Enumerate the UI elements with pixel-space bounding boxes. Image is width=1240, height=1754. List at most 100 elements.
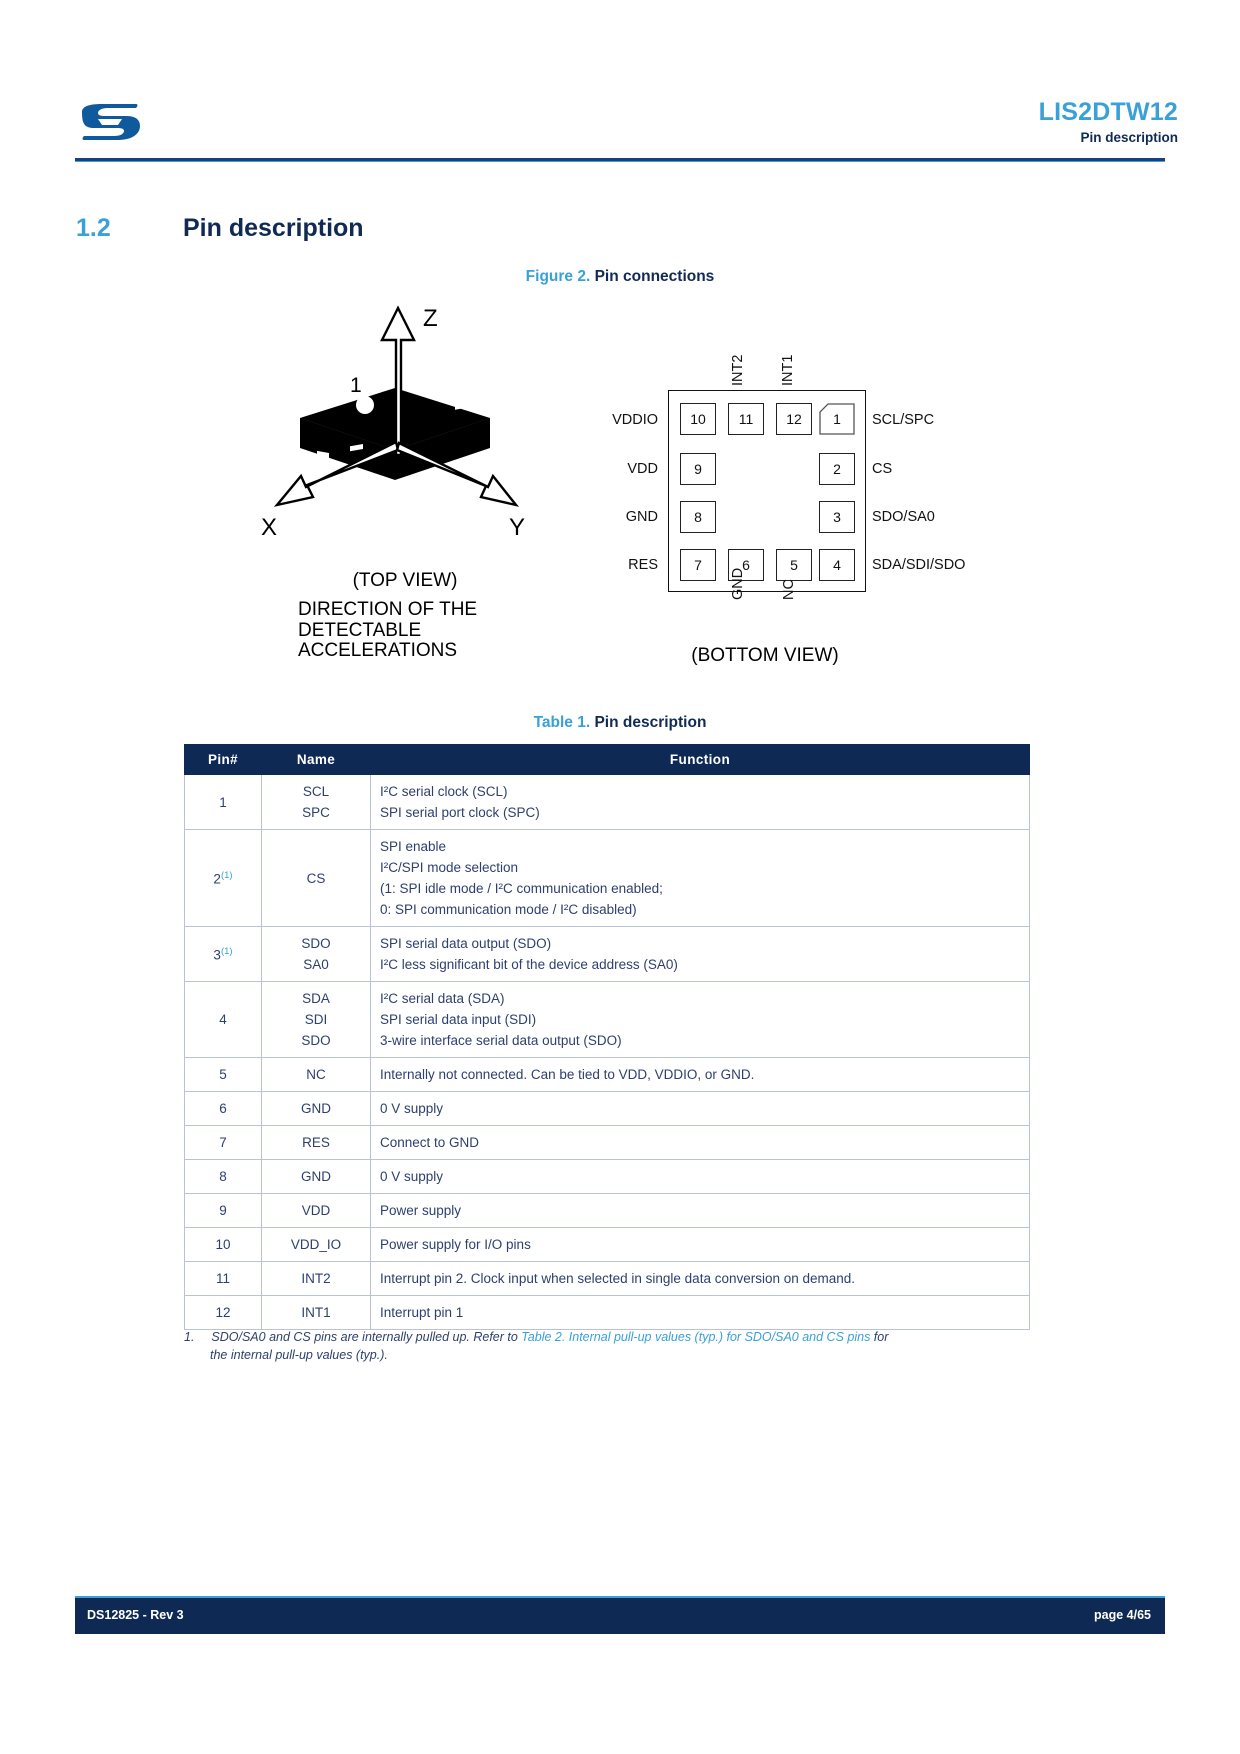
figure-2-caption-number: Figure 2. <box>525 268 591 285</box>
axis-label-z: Z <box>423 305 438 332</box>
pin-function-line: 3-wire interface serial data output (SDO… <box>380 1033 622 1048</box>
cell-pin-function: Interrupt pin 1 <box>370 1295 1030 1330</box>
table-row: 6 GND 0 V supply <box>184 1091 1030 1126</box>
pin-name-line: SCL <box>302 784 330 799</box>
cell-pin-function: SPI serial data output (SDO)I²C less sig… <box>370 926 1030 982</box>
cell-pin-function: 0 V supply <box>370 1159 1030 1194</box>
pin-name-line: SDI <box>304 1012 328 1027</box>
footer-document-id: DS12825 - Rev 3 <box>87 1608 184 1622</box>
pad-7: 7 <box>680 549 716 581</box>
package-3d-drawing: Z X Y 1 <box>261 305 525 541</box>
pin-name-line: SDO <box>301 1033 331 1048</box>
cell-pin-number: 6 <box>184 1091 262 1126</box>
pin-label-vddio: VDDIO <box>612 412 658 428</box>
pin-name-line: SA0 <box>303 957 329 972</box>
pin-function-line: Power supply for I/O pins <box>380 1237 531 1252</box>
cell-pin-function: Power supply <box>370 1193 1030 1228</box>
pad-9: 9 <box>680 453 716 485</box>
pin-function-line: Connect to GND <box>380 1135 480 1150</box>
pin-function-line: Interrupt pin 2. Clock input when select… <box>380 1271 856 1286</box>
cell-pin-function: 0 V supply <box>370 1091 1030 1126</box>
footnote-number: 1. <box>184 1330 195 1344</box>
page-footer: DS12825 - Rev 3 page 4/65 <box>75 1598 1165 1634</box>
cell-pin-name: SDO SA0 <box>261 926 371 982</box>
bottom-view-label: (BOTTOM VIEW) <box>691 645 839 666</box>
cell-pin-number: 1 <box>184 774 262 830</box>
footnote-marker[interactable]: (1) <box>220 869 233 881</box>
pin-label-scl-spc: SCL/SPC <box>872 412 935 428</box>
cell-pin-number: 8 <box>184 1159 262 1194</box>
cell-pin-name: GND <box>261 1159 371 1194</box>
pin-name-line: VDD_IO <box>290 1237 342 1252</box>
pin1-dot <box>356 396 374 414</box>
cell-pin-function: I²C serial data (SDA)SPI serial data inp… <box>370 981 1030 1058</box>
document-subtitle: Pin description <box>1080 130 1178 145</box>
column-header-name: Name <box>261 744 371 775</box>
figure-2-area: Z X Y 1 <box>0 295 1240 685</box>
footnote-text-after: for <box>870 1330 889 1344</box>
pin-name-line: SDA <box>302 991 330 1006</box>
pad-8: 8 <box>680 501 716 533</box>
document-title: LIS2DTW12 <box>1038 98 1178 126</box>
figure-2-caption: Figure 2. Pin connections <box>0 268 1240 286</box>
section-title: Pin description <box>183 214 364 242</box>
pin-function-line: 0 V supply <box>380 1169 444 1184</box>
pad-5: 5 <box>776 549 812 581</box>
cell-pin-number: 9 <box>184 1193 262 1228</box>
table-1-caption-number: Table 1. <box>533 714 591 731</box>
pin-label-int1: INT1 <box>780 354 796 386</box>
pin-function-line: Interrupt pin 1 <box>380 1305 464 1320</box>
pin-label-res: RES <box>628 557 658 573</box>
pin-function-line: I²C serial data (SDA) <box>380 991 505 1006</box>
footnote-link-table-2[interactable]: Table 2. Internal pull-up values (typ.) … <box>521 1330 871 1344</box>
pin-name-line: SDO <box>301 936 331 951</box>
pin-label-cs: CS <box>872 461 893 477</box>
header-divider <box>75 158 1165 161</box>
footnote-marker[interactable]: (1) <box>220 945 233 957</box>
pad-1: 1 <box>819 403 855 435</box>
pin-function-line: I²C serial clock (SCL) <box>380 784 508 799</box>
pad-10: 10 <box>680 403 716 435</box>
pin-label-nc: NC <box>781 579 797 600</box>
cell-pin-function: I²C serial clock (SCL)SPI serial port cl… <box>370 774 1030 830</box>
column-header-pin: Pin# <box>184 744 262 775</box>
cell-pin-function: Power supply for I/O pins <box>370 1227 1030 1262</box>
direction-line-3: ACCELERATIONS <box>298 640 458 662</box>
axis-arrow-x <box>273 440 400 507</box>
pin-name-line: NC <box>306 1067 326 1082</box>
axis-label-y: Y <box>509 514 525 541</box>
axis-label-x: X <box>261 514 277 541</box>
cell-pin-name: INT2 <box>261 1261 371 1296</box>
cell-pin-number: 10 <box>184 1227 262 1262</box>
cell-pin-name: SDA SDI SDO <box>261 981 371 1058</box>
pad-1-number: 1 <box>833 411 841 427</box>
pin-name-line: RES <box>302 1135 330 1150</box>
cell-pin-number: 7 <box>184 1125 262 1160</box>
pin-name-line: INT1 <box>301 1305 331 1320</box>
direction-line-2: DETECTABLE <box>298 619 422 641</box>
header-divider-accent <box>75 161 1165 162</box>
cell-pin-function: Connect to GND <box>370 1125 1030 1160</box>
pad-12: 12 <box>776 403 812 435</box>
pad-4: 4 <box>819 549 855 581</box>
table-1-caption: Table 1. Pin description <box>0 714 1240 732</box>
pin-label-int2: INT2 <box>730 354 746 386</box>
pin-name-line: CS <box>306 870 326 886</box>
pin-name-line: GND <box>301 1101 331 1116</box>
table-footnote: 1. SDO/SA0 and CS pins are internally pu… <box>184 1328 1040 1364</box>
pin-name-line: VDD <box>301 1203 331 1218</box>
footnote-text-before: SDO/SA0 and CS pins are internally pulle… <box>211 1330 522 1344</box>
pin-function-line: SPI enable <box>380 839 447 854</box>
pin-label-sda-sdi-sdo: SDA/SDI/SDO <box>872 557 966 573</box>
pin-function-line: 0 V supply <box>380 1101 444 1116</box>
cell-pin-number: 4 <box>184 981 262 1058</box>
cell-pin-name: VDD_IO <box>261 1227 371 1262</box>
pad-2: 2 <box>819 453 855 485</box>
